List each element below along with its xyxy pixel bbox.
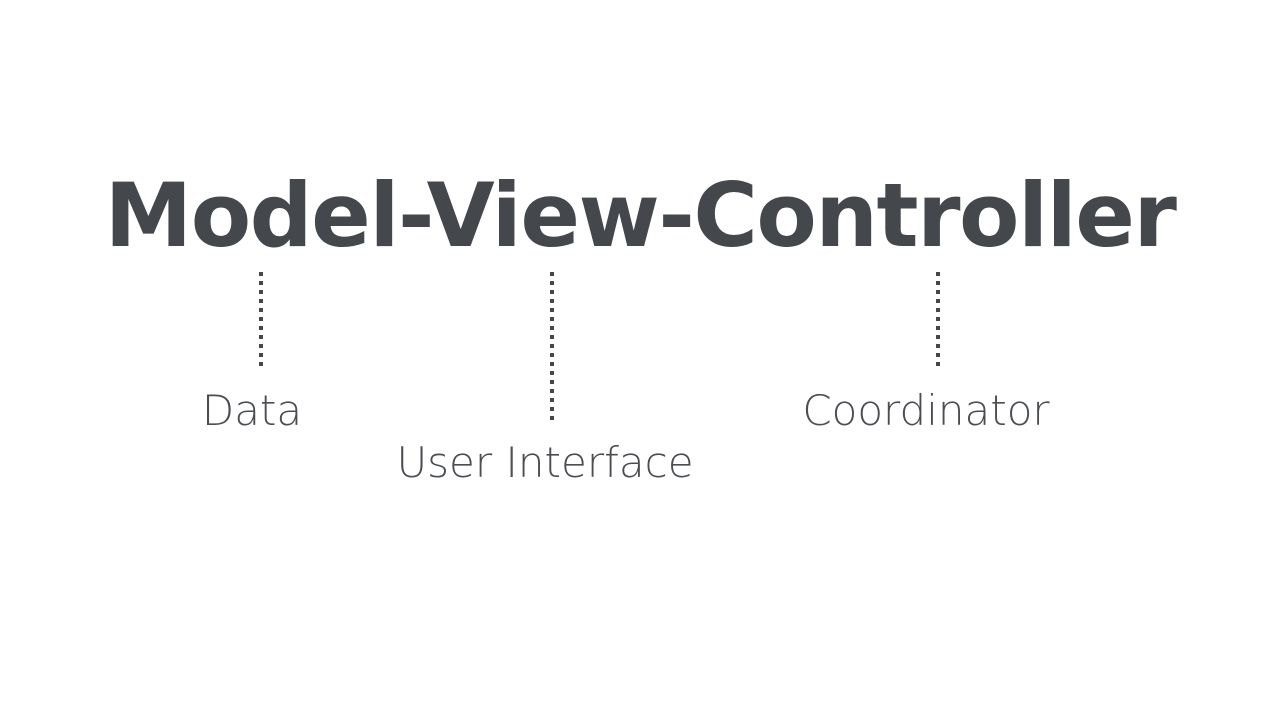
connector-line-controller xyxy=(936,272,940,368)
connector-line-model xyxy=(259,272,263,368)
connector-line-view xyxy=(550,272,554,420)
page-title: Model-View-Controller xyxy=(104,164,1177,267)
leaf-label-user-interface: User Interface xyxy=(396,438,694,487)
leaf-label-coordinator: Coordinator xyxy=(802,386,1050,435)
leaf-label-data: Data xyxy=(201,386,303,435)
